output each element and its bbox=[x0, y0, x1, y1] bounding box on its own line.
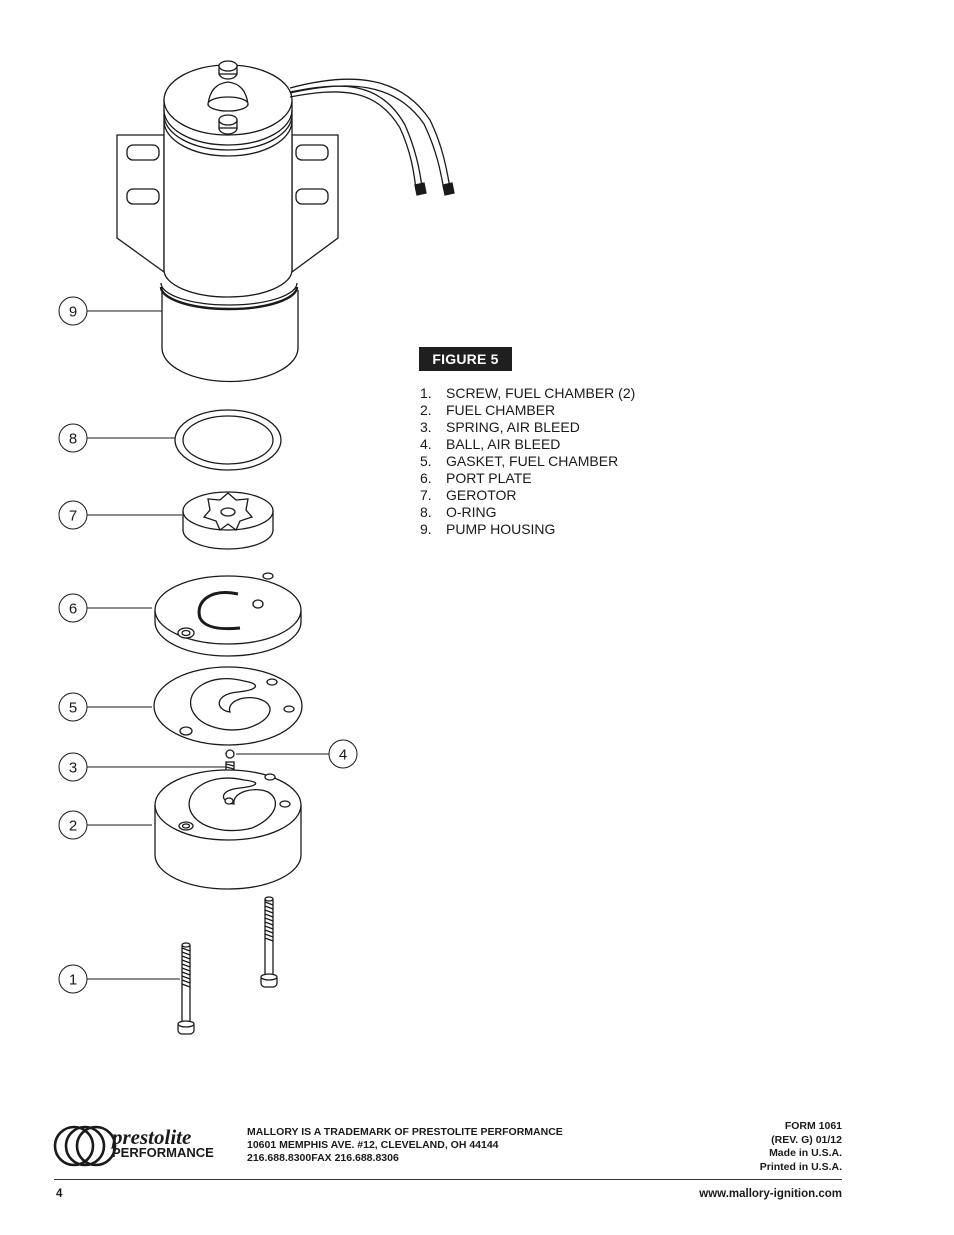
list-item: 4. BALL, AIR BLEED bbox=[420, 436, 635, 453]
part-name: PUMP HOUSING bbox=[446, 521, 556, 537]
printed-in-text: Printed in U.S.A. bbox=[759, 1160, 842, 1173]
callout-7 bbox=[58, 500, 88, 530]
list-item: 9. PUMP HOUSING bbox=[420, 521, 635, 538]
part-number: 3. bbox=[420, 419, 432, 435]
list-item: 3. SPRING, AIR BLEED bbox=[420, 419, 635, 436]
callout-3-label: 3 bbox=[69, 760, 77, 777]
part-name: PORT PLATE bbox=[446, 470, 532, 486]
pump-housing-part bbox=[116, 60, 455, 383]
figure-label: FIGURE 5 bbox=[419, 347, 512, 371]
footer-address-block: MALLORY IS A TRADEMARK OF PRESTOLITE PER… bbox=[247, 1126, 563, 1165]
callout-6-label: 6 bbox=[69, 601, 77, 618]
callout-4-label: 4 bbox=[339, 747, 347, 764]
part-number: 2. bbox=[420, 402, 432, 418]
air-bleed-ball-part bbox=[225, 749, 235, 759]
website-link[interactable]: www.mallory-ignition.com bbox=[699, 1188, 842, 1200]
part-number: 5. bbox=[420, 453, 432, 469]
phone-text: 216.688.8300FAX 216.688.8306 bbox=[247, 1152, 399, 1164]
trademark-text: MALLORY IS A TRADEMARK OF PRESTOLITE PER… bbox=[247, 1126, 563, 1138]
part-number: 1. bbox=[420, 385, 432, 401]
list-item: 8. O-RING bbox=[420, 504, 635, 521]
callout-8 bbox=[58, 423, 88, 453]
callout-1-label: 1 bbox=[69, 972, 77, 989]
gerotor-part bbox=[182, 491, 274, 550]
list-item: 6. PORT PLATE bbox=[420, 470, 635, 487]
list-item: 5. GASKET, FUEL CHAMBER bbox=[420, 453, 635, 470]
page-number: 4 bbox=[56, 1188, 63, 1200]
callout-3 bbox=[58, 752, 88, 782]
prestolite-logo: prestolite PERFORMANCE bbox=[53, 1125, 214, 1167]
callout-1 bbox=[58, 964, 88, 994]
callout-4 bbox=[328, 739, 358, 769]
part-name: BALL, AIR BLEED bbox=[446, 436, 561, 452]
list-item: 7. GEROTOR bbox=[420, 487, 635, 504]
part-name: SCREW, FUEL CHAMBER (2) bbox=[446, 385, 636, 401]
form-info-block: FORM 1061 (REV. G) 01/12 Made in U.S.A. … bbox=[760, 1120, 842, 1174]
made-in-text: Made in U.S.A. bbox=[769, 1147, 842, 1159]
callout-5 bbox=[58, 692, 88, 722]
part-number: 8. bbox=[420, 504, 432, 520]
form-number: FORM 1061 bbox=[784, 1120, 842, 1132]
callout-6 bbox=[58, 593, 88, 623]
part-number: 7. bbox=[420, 487, 432, 503]
callout-7-label: 7 bbox=[69, 508, 77, 525]
callout-9 bbox=[58, 296, 88, 326]
screw-part bbox=[177, 942, 195, 1035]
part-name: GASKET, FUEL CHAMBER bbox=[446, 453, 619, 469]
logo-brand-text: prestolite bbox=[110, 1125, 191, 1149]
fuel-chamber-part bbox=[154, 769, 302, 890]
part-name: FUEL CHAMBER bbox=[446, 402, 556, 418]
address-text: 10601 MEMPHIS AVE. #12, CLEVELAND, OH 44… bbox=[247, 1139, 499, 1151]
callout-9-label: 9 bbox=[69, 304, 77, 321]
o-ring-part bbox=[174, 409, 282, 471]
part-name: O-RING bbox=[446, 504, 497, 520]
callout-2 bbox=[58, 810, 88, 840]
part-number: 9. bbox=[420, 521, 432, 537]
exploded-view-diagram: 9 8 7 6 5 3 2 1 4 bbox=[58, 60, 455, 1035]
part-name: GEROTOR bbox=[446, 487, 517, 503]
list-item: 1. SCREW, FUEL CHAMBER (2) bbox=[420, 385, 635, 402]
parts-list: 1. SCREW, FUEL CHAMBER (2) 2. FUEL CHAMBER… bbox=[420, 385, 635, 538]
callout-2-label: 2 bbox=[69, 818, 77, 835]
callout-5-label: 5 bbox=[69, 700, 77, 717]
callout-8-label: 8 bbox=[69, 431, 77, 448]
part-number: 6. bbox=[420, 470, 432, 486]
screw-part bbox=[260, 896, 278, 988]
revision-text: (REV. G) 01/12 bbox=[771, 1133, 842, 1146]
list-item: 2. FUEL CHAMBER bbox=[420, 402, 635, 419]
logo-sub-text: PERFORMANCE bbox=[112, 1145, 214, 1160]
part-number: 4. bbox=[420, 436, 432, 452]
gasket-part bbox=[153, 666, 303, 746]
footer-divider bbox=[54, 1179, 842, 1180]
part-name: SPRING, AIR BLEED bbox=[446, 419, 580, 435]
port-plate-part bbox=[154, 572, 302, 657]
